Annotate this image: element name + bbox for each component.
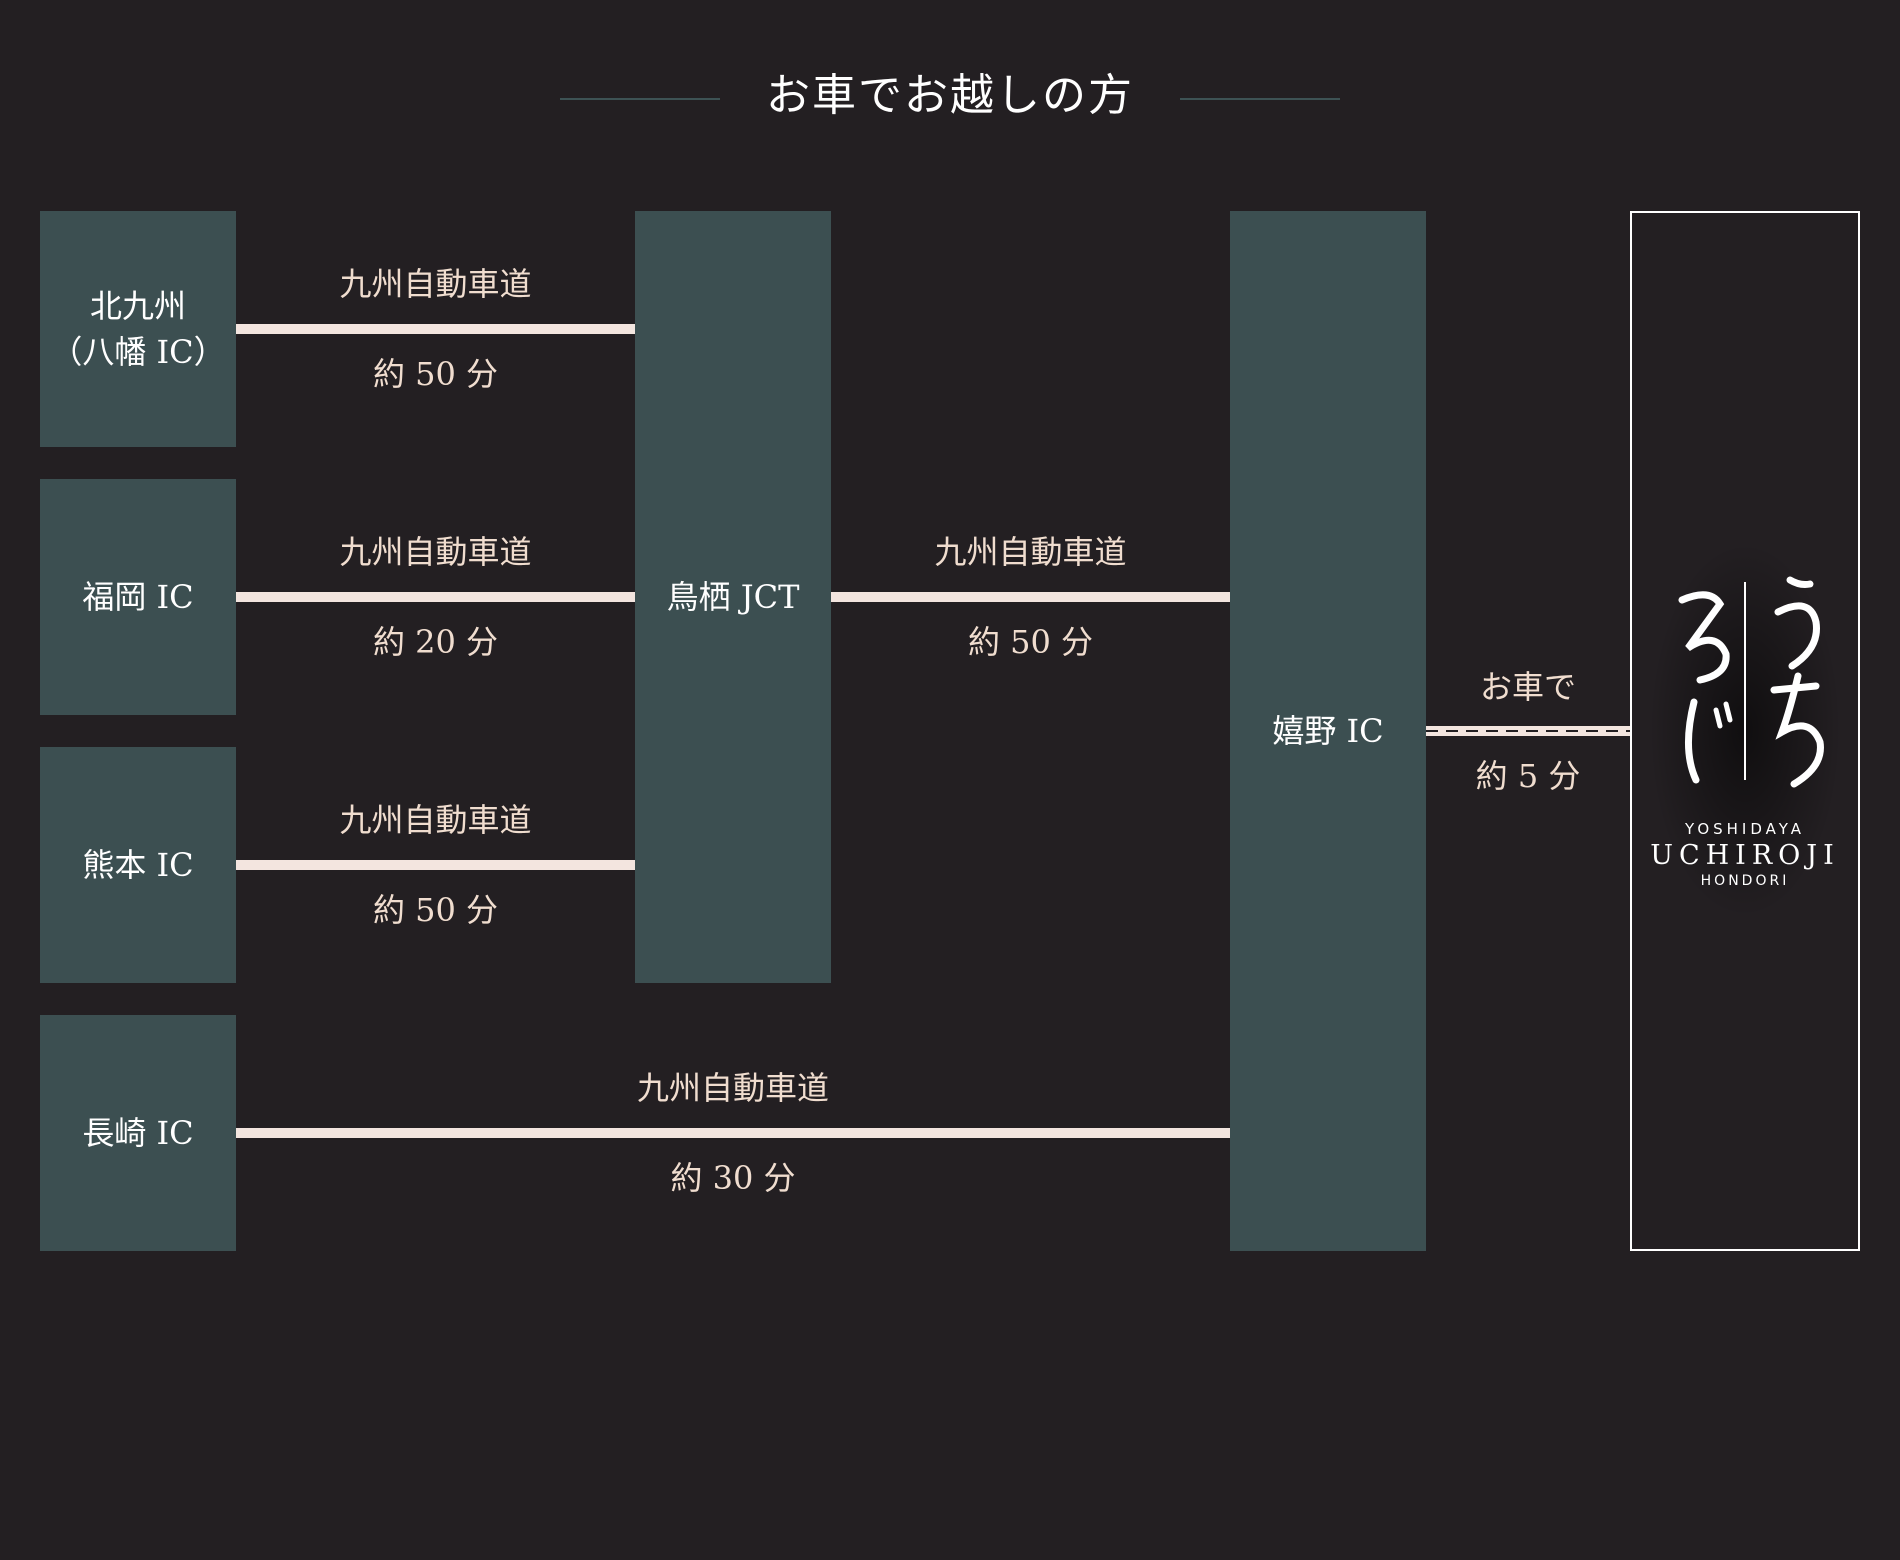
route-kitakyushu-line — [236, 324, 635, 334]
node-tosu-jct: 鳥栖 JCT — [635, 211, 831, 983]
route-nagasaki-time: 約 30 分 — [670, 1159, 796, 1197]
route-dest-mode: お車で — [1479, 668, 1576, 706]
route-dest-time: 約 5 分 — [1475, 757, 1581, 795]
route-kumamoto-line — [236, 860, 635, 870]
brand-main: UCHIROJI — [1650, 840, 1840, 871]
route-kumamoto-time: 約 50 分 — [372, 891, 499, 929]
title-line-right — [1180, 98, 1340, 100]
node-kitakyushu: 北九州 （八幡 IC） — [40, 211, 236, 447]
node-ureshino-label: 嬉野 IC — [1272, 712, 1384, 750]
node-tosu-label: 鳥栖 JCT — [666, 578, 800, 616]
route-fukuoka-time: 約 20 分 — [372, 623, 499, 661]
node-kitakyushu-line1: 北九州 — [89, 287, 186, 325]
logo-kana-left: ろじ — [0, 0, 1, 1]
brand-bottom: HONDORI — [1700, 873, 1790, 889]
node-kumamoto-label: 熊本 IC — [82, 846, 194, 884]
route-dest-line — [1426, 726, 1630, 736]
destination-box — [1630, 211, 1860, 1251]
logo-kana-right: うち — [0, 0, 1, 1]
brand-top: YOSHIDAYA — [1684, 820, 1806, 838]
node-kitakyushu-line2: （八幡 IC） — [50, 333, 226, 371]
node-fukuoka-label: 福岡 IC — [82, 578, 194, 616]
route-nagasaki-road: 九州自動車道 — [636, 1069, 829, 1107]
uchiroji-logo-mark — [1678, 576, 1824, 788]
route-fukuoka-road: 九州自動車道 — [339, 533, 532, 571]
node-kumamoto: 熊本 IC — [40, 747, 236, 983]
route-tosu-time: 約 50 分 — [967, 623, 1094, 661]
route-nagasaki-line — [236, 1128, 1230, 1138]
title-line-left — [560, 98, 720, 100]
route-kitakyushu-road: 九州自動車道 — [339, 265, 532, 303]
node-nagasaki-label: 長崎 IC — [82, 1114, 194, 1152]
route-kitakyushu-time: 約 50 分 — [372, 355, 499, 393]
page-title: お車でお越しの方 — [766, 70, 1134, 121]
node-ureshino-ic: 嬉野 IC — [1230, 211, 1426, 1251]
route-tosu-road: 九州自動車道 — [934, 533, 1127, 571]
route-kumamoto-road: 九州自動車道 — [339, 801, 532, 839]
route-tosu-line — [831, 592, 1230, 602]
route-fukuoka-line — [236, 592, 635, 602]
node-fukuoka: 福岡 IC — [40, 479, 236, 715]
node-nagasaki: 長崎 IC — [40, 1015, 236, 1251]
